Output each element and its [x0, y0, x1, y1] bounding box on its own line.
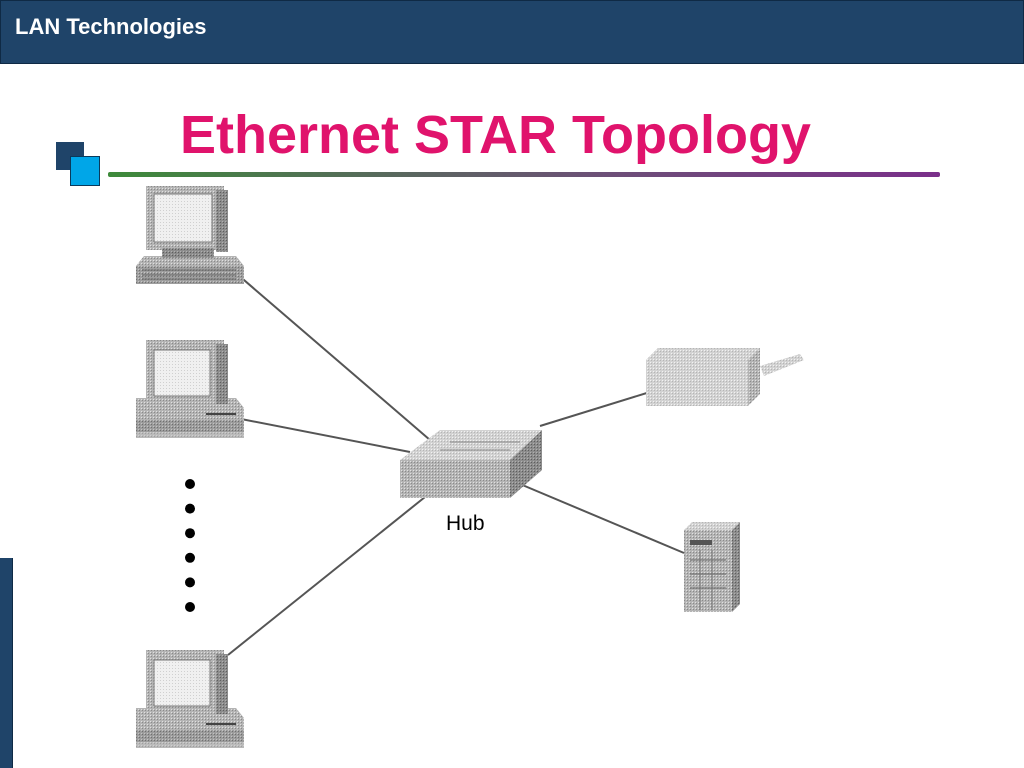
hub-label: Hub — [446, 512, 485, 535]
bullet-front-square — [70, 156, 100, 186]
hub-device — [400, 430, 542, 498]
link-workstation-n-hub — [227, 496, 426, 656]
printer-device — [646, 348, 804, 406]
server-device — [684, 522, 740, 612]
left-accent-strip — [0, 558, 13, 768]
link-hub-printer — [539, 391, 651, 427]
link-workstation-1-hub — [229, 267, 431, 441]
connection-lines — [227, 267, 685, 656]
workstation-n — [136, 650, 244, 748]
ellipsis-dot — [185, 552, 195, 563]
link-hub-server — [519, 483, 685, 554]
workstation-1 — [136, 186, 244, 284]
title-bullet-icon — [56, 142, 102, 186]
ellipsis-dot — [185, 479, 195, 489]
ellipsis-dot — [185, 528, 195, 539]
title-underline — [108, 172, 940, 177]
ellipsis-dot — [185, 602, 195, 612]
ellipsis-dots — [185, 479, 195, 612]
workstation-2 — [136, 340, 244, 438]
link-workstation-2-hub — [235, 417, 411, 453]
slide-title: Ethernet STAR Topology — [180, 105, 811, 165]
ellipsis-dot — [185, 503, 195, 514]
header-title: LAN Technologies — [15, 14, 207, 39]
ellipsis-dot — [185, 577, 195, 588]
header-bar: LAN Technologies — [0, 0, 1024, 64]
